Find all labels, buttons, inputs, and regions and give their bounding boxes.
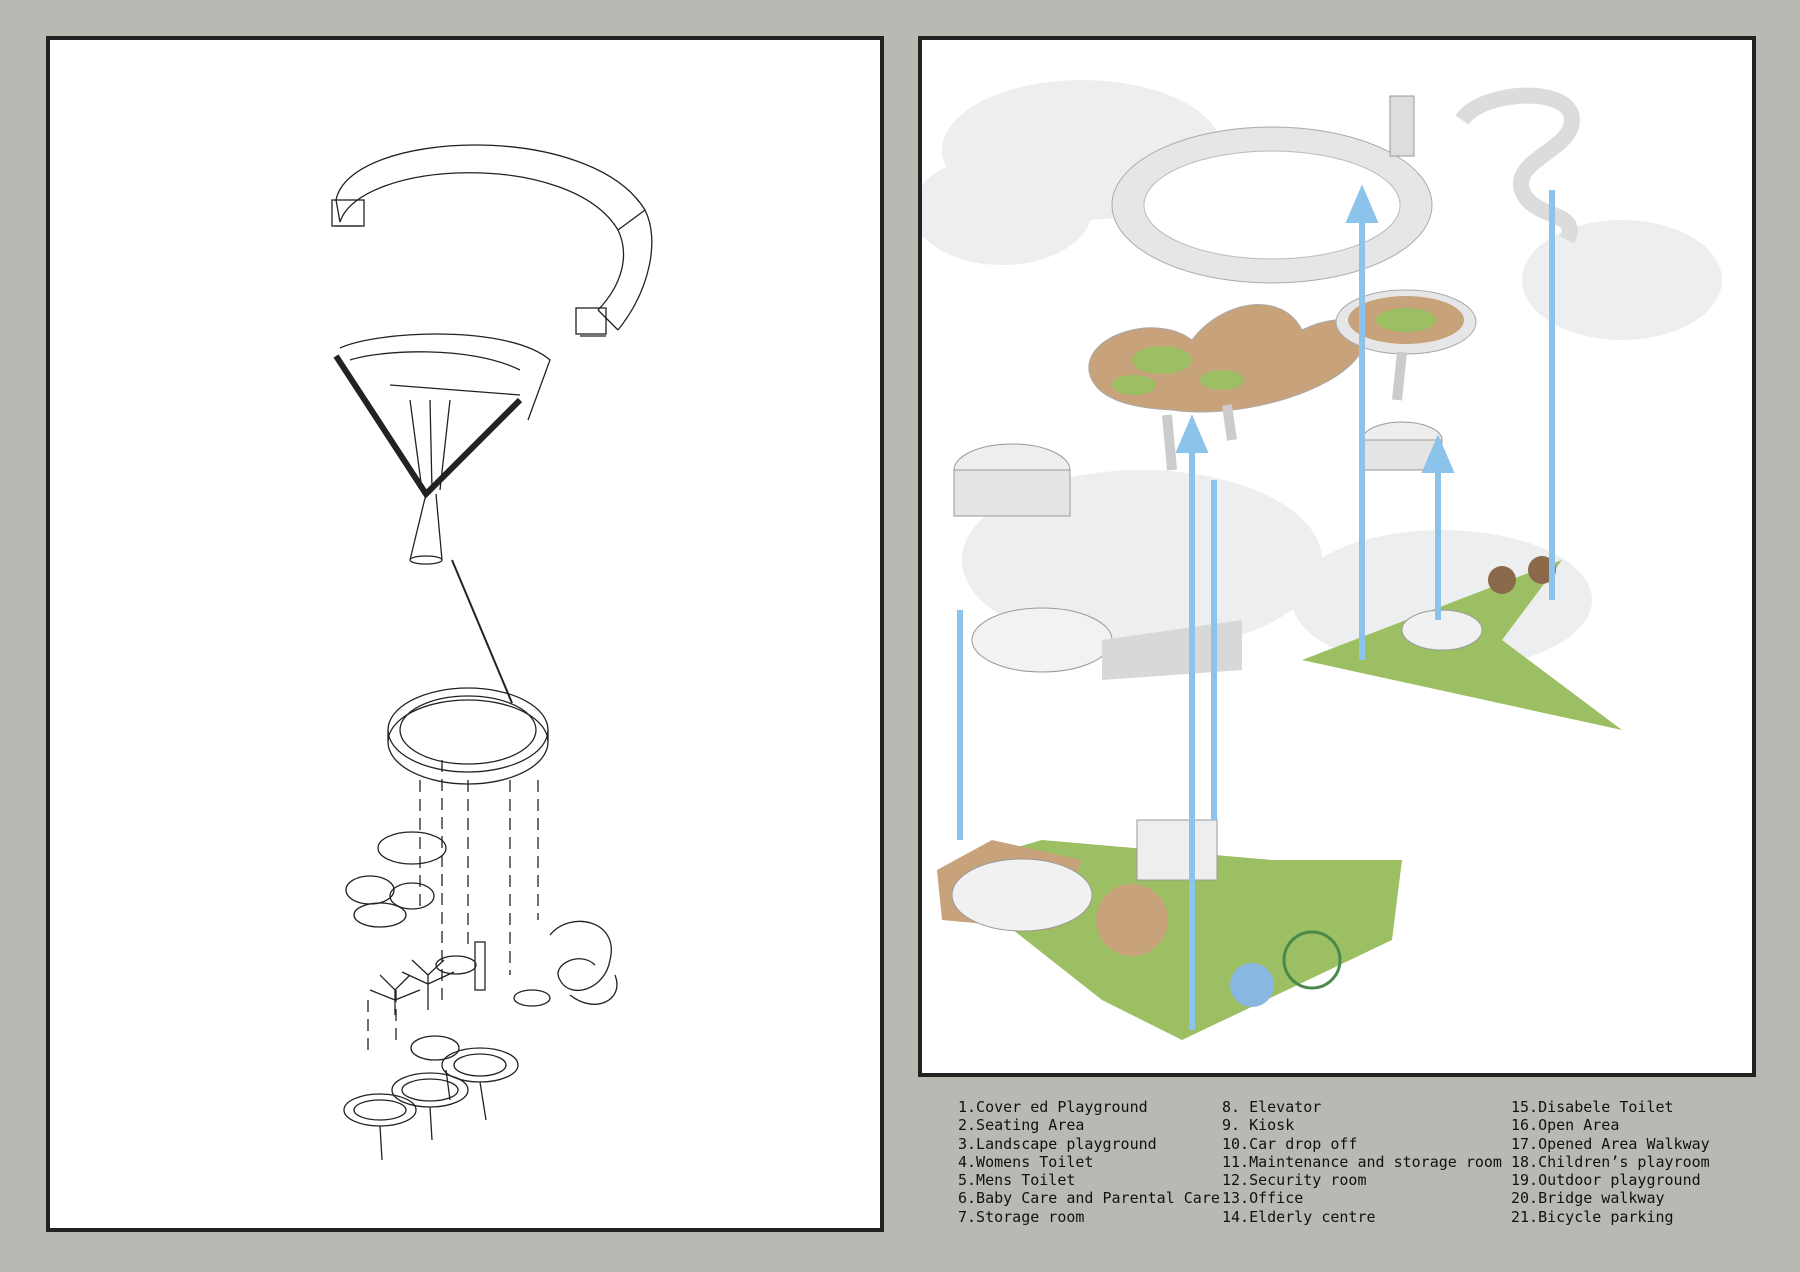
vertical-flow-arrows xyxy=(957,184,1555,1030)
legend-item: 6.Baby Care and Parental Care xyxy=(958,1189,1220,1208)
middle-deck-level xyxy=(1088,289,1477,471)
legend-item: 7.Storage room xyxy=(958,1207,1085,1226)
rendered-axonometric-illustration xyxy=(922,80,1722,1040)
leader-line xyxy=(451,559,513,704)
legend-item: 20.Bridge walkway xyxy=(1511,1189,1665,1208)
legend-item: 4.Womens Toilet xyxy=(958,1152,1094,1171)
legend-item: 16.Open Area xyxy=(1511,1116,1620,1135)
tree-columns xyxy=(369,959,455,1015)
left-stack-modules xyxy=(953,443,1242,680)
legend-item: 11.Maintenance and storage room xyxy=(1222,1152,1502,1171)
legend-item: 10.Car drop off xyxy=(1222,1134,1358,1153)
ring-slab xyxy=(387,687,549,785)
legend-item: 8. Elevator xyxy=(1222,1098,1322,1116)
exploded-axonometric-panel xyxy=(46,36,884,1232)
floating-pads xyxy=(345,831,618,1007)
base-ground-plane xyxy=(937,819,1402,1040)
legend-item: 15.Disabele Toilet xyxy=(1511,1098,1674,1116)
base-cluster xyxy=(343,1035,519,1161)
legend-item: 3.Landscape playground xyxy=(958,1134,1157,1153)
legend-column-1: 1.Cover ed Playground 2.Seating Area 3.L… xyxy=(958,1098,1220,1226)
legend-item: 9. Kiosk xyxy=(1222,1116,1295,1135)
legend-item: 2.Seating Area xyxy=(958,1116,1085,1135)
upper-ring-level xyxy=(1111,87,1581,284)
legend: 1.Cover ed Playground 2.Seating Area 3.L… xyxy=(958,1098,1758,1238)
legend-item: 13.Office xyxy=(1222,1189,1304,1208)
legend-item: 17.Opened Area Walkway xyxy=(1511,1134,1710,1153)
legend-item: 12.Security room xyxy=(1222,1171,1367,1190)
funnel-structure xyxy=(333,333,551,565)
legend-item: 19.Outdoor playground xyxy=(1511,1171,1701,1190)
legend-item: 1.Cover ed Playground xyxy=(958,1098,1148,1116)
right-ground-plane xyxy=(1302,556,1622,730)
legend-column-3: 15.Disabele Toilet 16.Open Area 17.Opene… xyxy=(1511,1098,1710,1226)
legend-column-2: 8. Elevator 9. Kiosk 10.Car drop off 11.… xyxy=(1222,1098,1502,1226)
dashed-connectors xyxy=(367,760,539,1050)
exploded-axonometric-drawing xyxy=(331,144,653,1161)
roof-ring-beam xyxy=(331,144,653,337)
legend-item: 18.Children’s playroom xyxy=(1511,1152,1710,1171)
legend-item: 21.Bicycle parking xyxy=(1511,1207,1674,1226)
legend-item: 5.Mens Toilet xyxy=(958,1171,1076,1190)
legend-item: 14.Elderly centre xyxy=(1222,1207,1376,1226)
rendered-axonometric-panel xyxy=(918,36,1756,1077)
